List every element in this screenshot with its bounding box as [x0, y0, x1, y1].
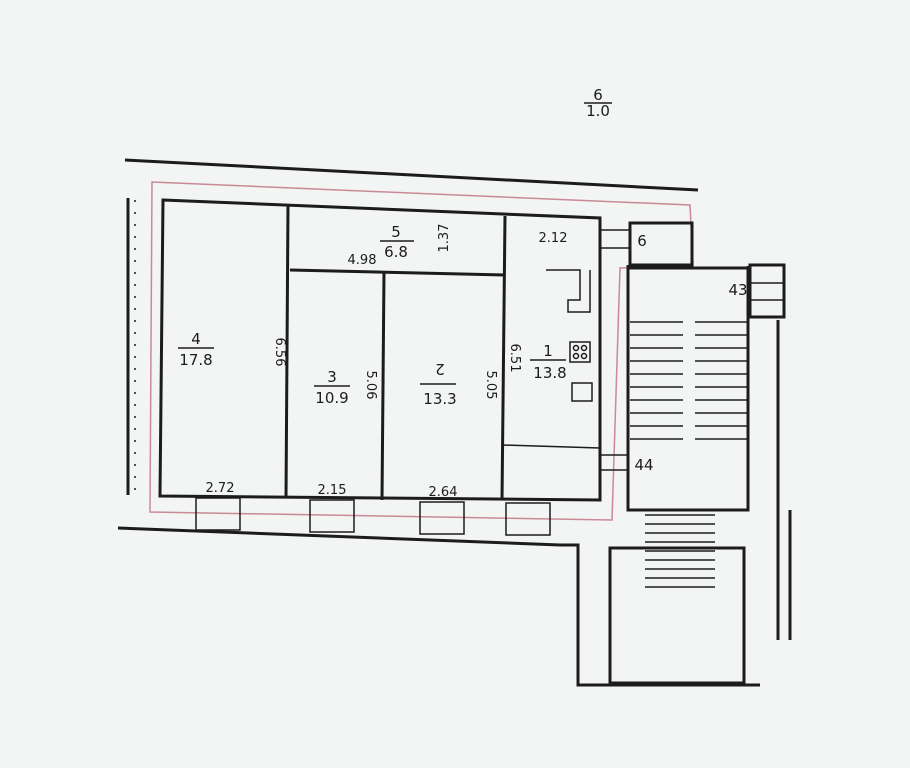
dim-room4-width: 2.72 [206, 481, 235, 496]
room-4-area: 17.8 [179, 351, 212, 369]
room-5-area: 6.8 [384, 243, 408, 261]
dim-corridor-width: 1.37 [437, 224, 452, 253]
apartment-number-43: 43 [728, 281, 747, 299]
dim-room2-length: 5.05 [483, 371, 498, 400]
dim-room3-length: 5.06 [363, 371, 378, 400]
apartment-number-44: 44 [634, 456, 653, 474]
dim-room1-length: 6.51 [507, 344, 522, 373]
room-2-number: 2 [435, 360, 445, 378]
apartment-boundary [149, 181, 694, 521]
labels: 6 1.0 4 17.8 3 10.9 2 13.3 1 13.8 5 6.8 … [178, 86, 748, 500]
room-2-area: 13.3 [423, 390, 456, 408]
room-4-number: 4 [191, 330, 201, 348]
dim-kitchen-width: 2.12 [539, 231, 568, 246]
apartment-walls [158, 198, 602, 502]
room-1-area: 13.8 [533, 364, 566, 382]
outside-area: 1.0 [586, 102, 610, 120]
dim-corridor-length: 4.98 [348, 253, 377, 268]
windows [195, 229, 630, 536]
stairwell [608, 221, 786, 685]
room-5-number: 5 [391, 223, 401, 241]
room-6-number: 6 [637, 232, 647, 250]
dim-room3-width: 2.15 [318, 483, 347, 498]
room-3-area: 10.9 [315, 389, 348, 407]
building-context [117, 158, 792, 687]
outside-number: 6 [593, 86, 603, 104]
room-1-number: 1 [543, 342, 553, 360]
dim-room4-length: 6.56 [272, 338, 287, 367]
dim-room2-width: 2.64 [429, 485, 458, 500]
room-3-number: 3 [327, 368, 337, 386]
